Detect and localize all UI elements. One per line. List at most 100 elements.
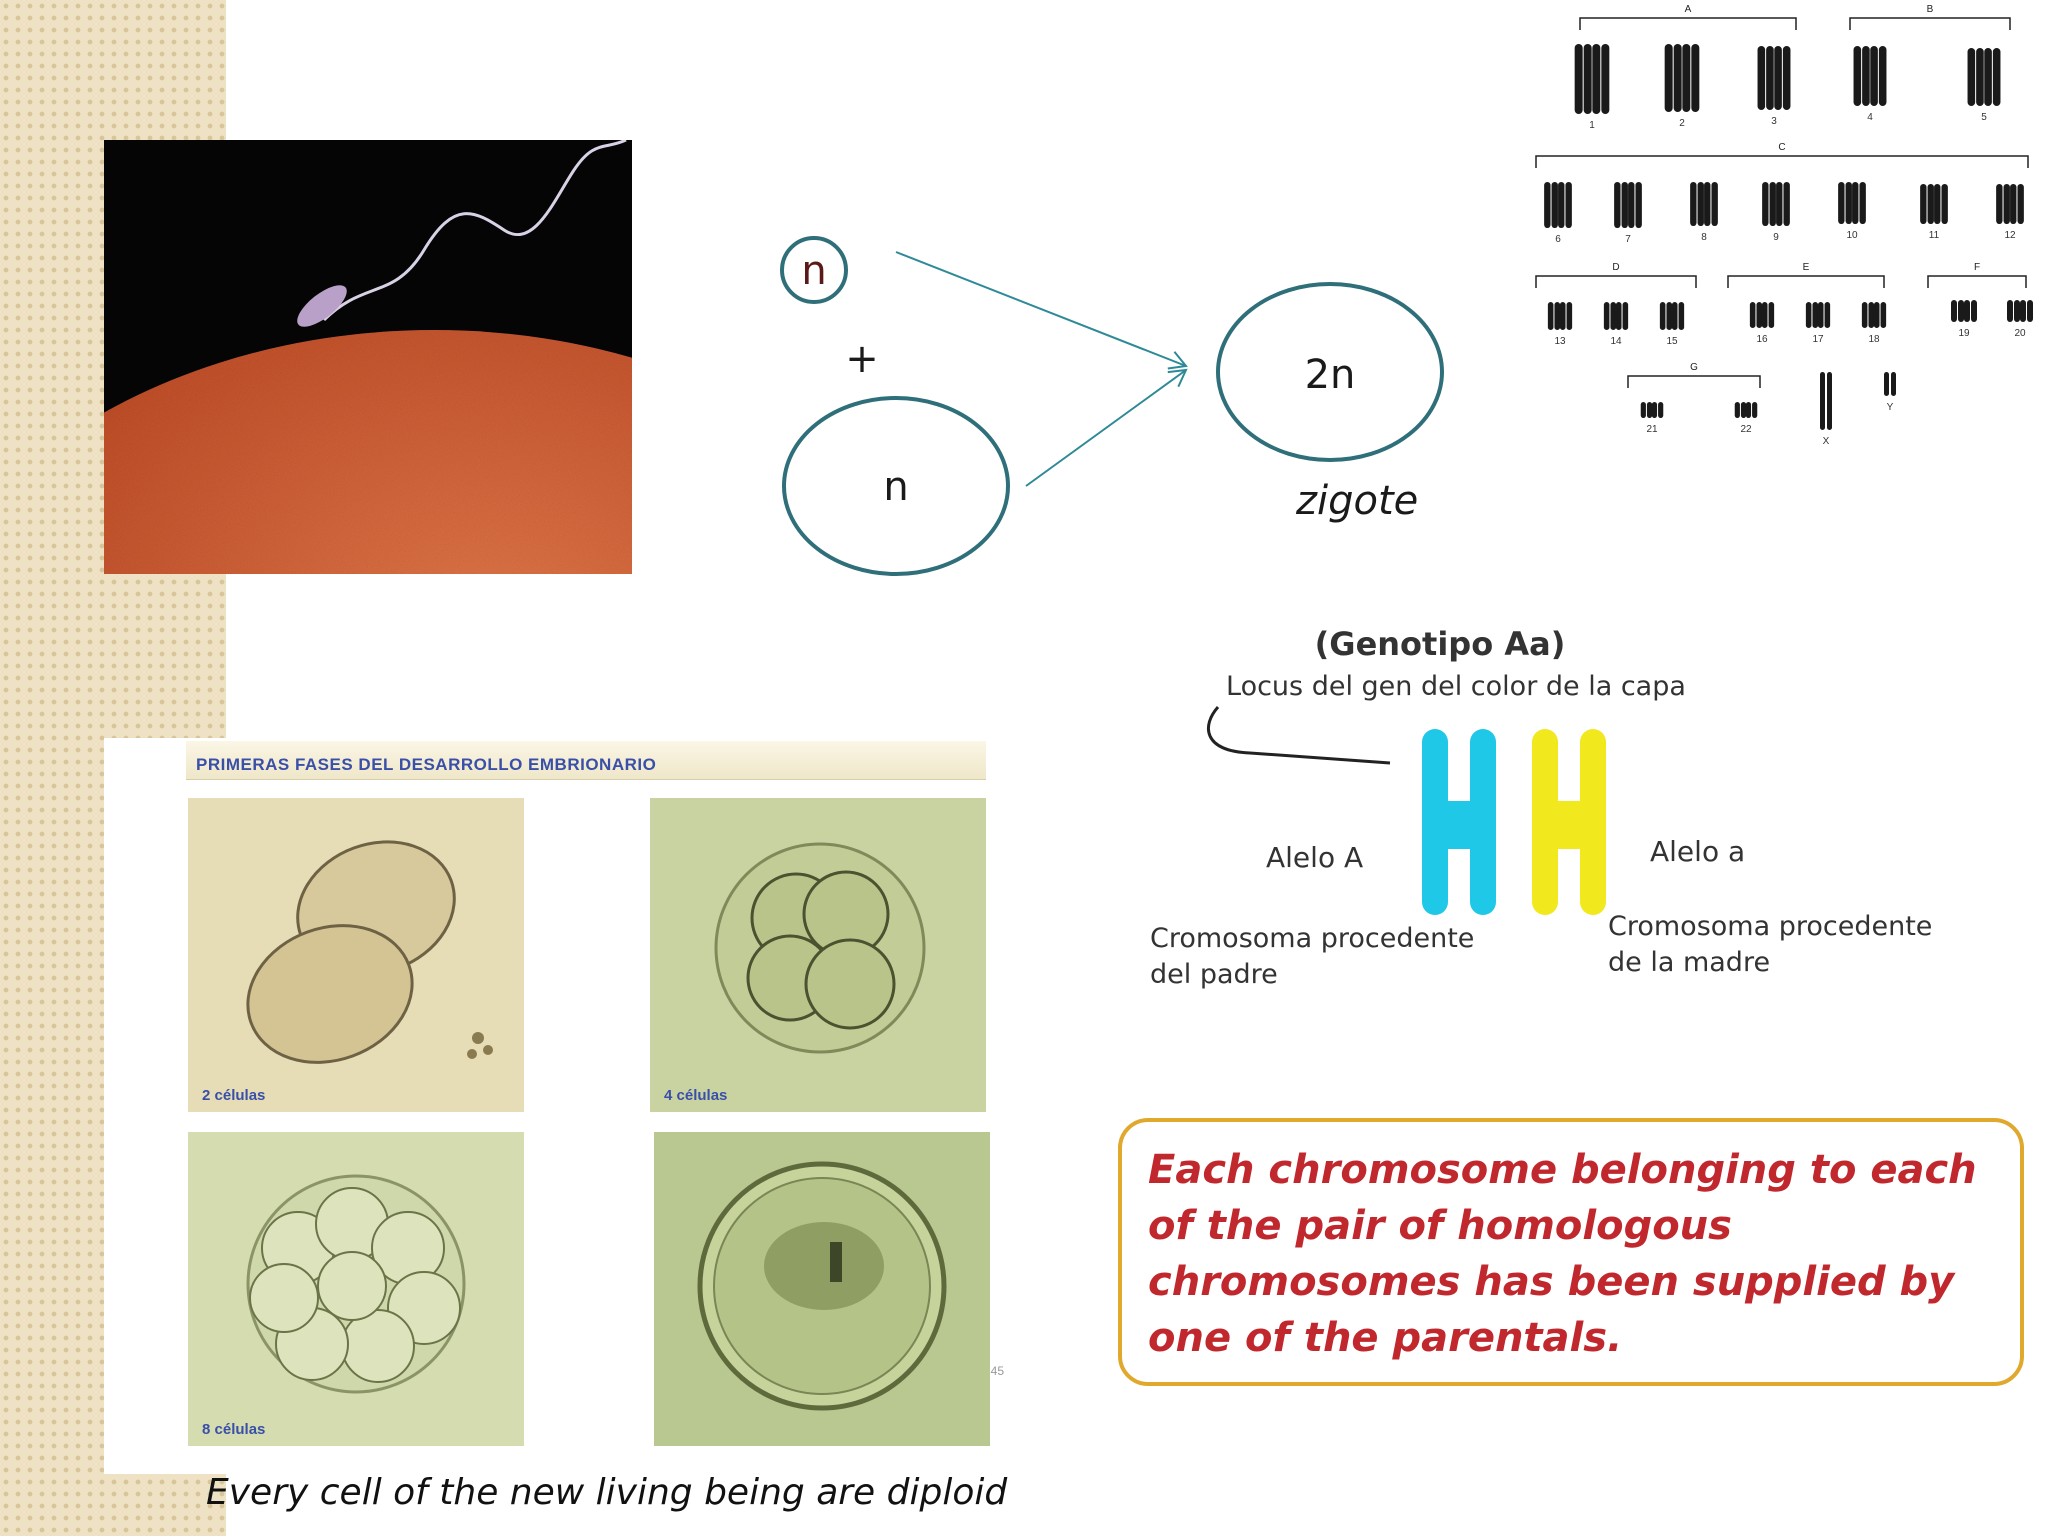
maternal-chromosome <box>1532 729 1606 915</box>
chromosome <box>1782 46 1791 110</box>
chromosome <box>1868 302 1875 328</box>
chromosome <box>1622 302 1629 330</box>
embryo-panel-header: PRIMERAS FASES DEL DESARROLLO EMBRIONARI… <box>186 741 986 780</box>
chromosome <box>1766 46 1774 110</box>
micro-8-cells: 8 células <box>188 1132 524 1446</box>
karyotype-group-label: F <box>1974 262 1980 273</box>
chromosome <box>1635 182 1642 228</box>
chromosome <box>1845 182 1852 224</box>
chromosome <box>1697 182 1704 226</box>
chromosome <box>1861 302 1868 328</box>
chromosome <box>1614 182 1621 228</box>
chromosome <box>1827 372 1832 430</box>
chromosome-number: 4 <box>1867 112 1873 123</box>
chromosome <box>1774 46 1782 110</box>
chromosome <box>1967 48 1976 106</box>
chromosome <box>1691 44 1700 112</box>
chromosome <box>1658 402 1664 418</box>
karyotype-group-label: D <box>1612 262 1619 273</box>
chromosome <box>2014 300 2020 322</box>
panel-page-number: 45 <box>990 1364 1004 1378</box>
paternal-chromosome <box>1422 729 1496 915</box>
chromosome <box>1601 44 1610 114</box>
chromosome <box>1544 182 1551 228</box>
chromosome-number: 18 <box>1868 334 1880 345</box>
chromosome-number: 2 <box>1679 118 1685 129</box>
chromosome <box>1756 302 1763 328</box>
chromosome <box>1565 182 1572 228</box>
karyotype-group-label: C <box>1778 142 1785 153</box>
chromosome-number: 11 <box>1929 230 1940 241</box>
chromosome-number: 5 <box>1981 112 1987 123</box>
chromosome-number: 3 <box>1771 116 1777 127</box>
chromosome <box>1757 46 1766 110</box>
chromosome-number: 1 <box>1589 120 1595 131</box>
diploid-caption: Every cell of the new living being are d… <box>206 1472 1008 1513</box>
chromosome <box>1964 300 1970 322</box>
chromosome <box>1884 372 1889 396</box>
chromosome <box>1927 184 1934 224</box>
chromosome-number: 21 <box>1646 424 1658 435</box>
father-origin-line1: Cromosoma procedente <box>1150 923 1474 954</box>
chromosome-number: 12 <box>2004 230 2016 241</box>
chromosome <box>1615 302 1622 330</box>
chromosome <box>1958 300 1964 322</box>
chromosome <box>1984 48 1992 106</box>
chromosome <box>1971 300 1977 322</box>
chromosome <box>1704 182 1711 226</box>
plus-sign: + <box>845 336 879 382</box>
karyotype-group-label: G <box>1690 362 1698 373</box>
chromosome <box>1838 182 1845 224</box>
chromosome <box>1673 44 1682 112</box>
chromosome <box>1976 48 1984 106</box>
chromosome <box>2007 300 2013 322</box>
chromosome <box>1805 302 1812 328</box>
chromosome <box>1749 302 1756 328</box>
chromosome <box>1880 302 1887 328</box>
chromosome <box>1559 302 1566 330</box>
chromosome <box>1682 44 1691 112</box>
chromosome <box>1783 182 1790 226</box>
micro-blastocyst <box>654 1132 990 1446</box>
gamete-circle-large <box>782 396 1010 576</box>
chromosome <box>1859 182 1866 224</box>
chromosome <box>1640 402 1646 418</box>
chromosome <box>1852 182 1859 224</box>
gamete1-label: n <box>801 248 826 294</box>
chromosome <box>1583 44 1592 114</box>
chromosome <box>1678 302 1685 330</box>
chromosome <box>1820 372 1825 430</box>
genotype-diagram: (Genotipo Aa) Locus del gen del color de… <box>1150 625 1932 990</box>
chromosome <box>1996 184 2003 224</box>
chromosome <box>1992 48 2001 106</box>
karyotype-group-label: A <box>1685 4 1692 15</box>
embryo-panel-title: PRIMERAS FASES DEL DESARROLLO EMBRIONARI… <box>196 755 657 774</box>
chromosome <box>1592 44 1601 114</box>
allele-A-label: Alelo A <box>1266 841 1363 874</box>
chromosome <box>1610 302 1617 330</box>
chromosome <box>2027 300 2033 322</box>
mother-origin-line2: de la madre <box>1608 947 1770 978</box>
chromosome-number: 17 <box>1812 334 1824 345</box>
chromosome <box>1862 46 1870 106</box>
genotype-title: (Genotipo Aa) <box>1315 625 1566 663</box>
zygote-caption: zigote <box>1296 478 1419 524</box>
father-origin-line2: del padre <box>1150 959 1278 990</box>
chromosome <box>1659 302 1666 330</box>
locus-pointer-line <box>1207 706 1391 765</box>
chromosome-number: 10 <box>1846 230 1858 241</box>
chromosome <box>2010 184 2017 224</box>
chromosome <box>1762 182 1769 226</box>
chromosome <box>1812 302 1819 328</box>
chromosome <box>1734 402 1740 418</box>
chromosome <box>1941 184 1948 224</box>
chromosome <box>1920 184 1927 224</box>
chromosome-number: 13 <box>1554 336 1566 347</box>
chromosome <box>1817 302 1824 328</box>
chromosome-number: 19 <box>1958 328 1970 339</box>
gamete2-label: n <box>883 464 908 510</box>
karyotype-group-label: E <box>1803 262 1810 273</box>
chromosome-number: 15 <box>1666 336 1678 347</box>
chromosome-number: X <box>1823 436 1830 445</box>
